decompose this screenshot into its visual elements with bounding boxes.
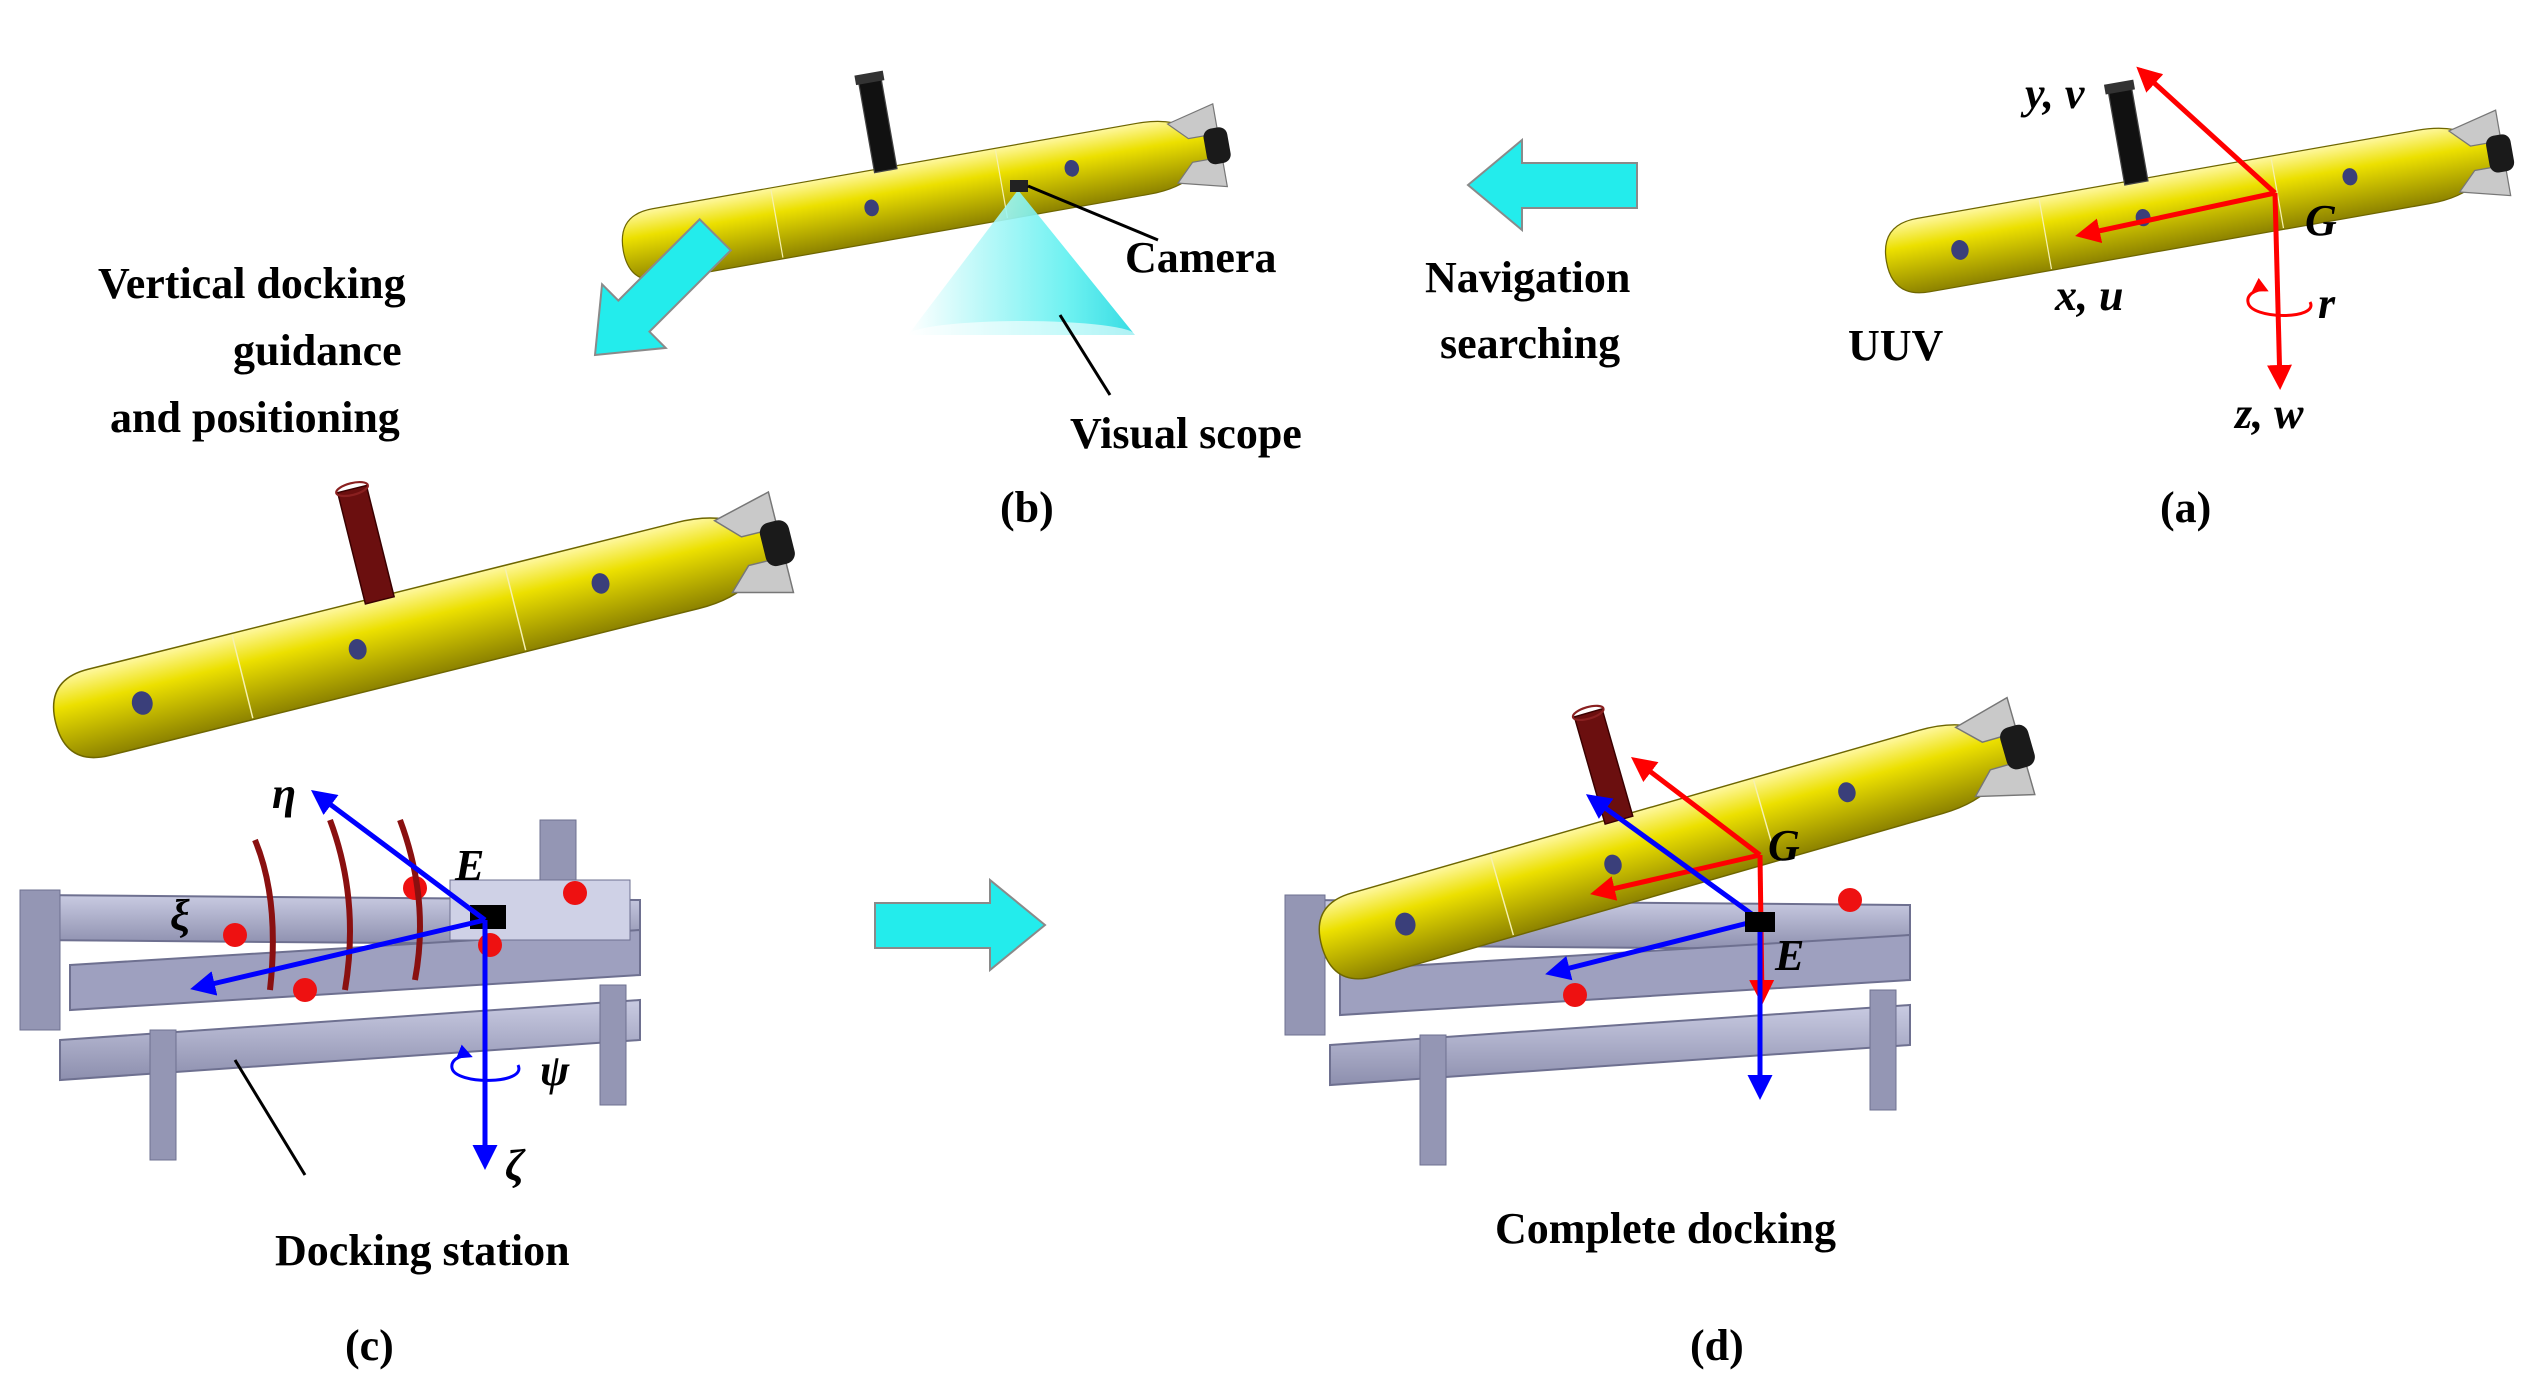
docking-station-label: Docking station xyxy=(275,1226,570,1275)
arrow-navigation xyxy=(1466,137,1638,233)
panel-a: G x, u y, v z, w r UUV (a) xyxy=(1848,66,2521,532)
origin-g-d: G xyxy=(1768,821,1800,870)
caption-b: (b) xyxy=(1000,483,1054,532)
axis-x-a xyxy=(2075,190,2276,244)
yaw-arrow-a xyxy=(2246,277,2313,317)
mast-c xyxy=(336,484,396,605)
axis-eta-label-c: η xyxy=(272,769,296,818)
axis-x-label-a: x, u xyxy=(2054,271,2123,320)
yaw-label-c: ψ xyxy=(540,1046,570,1095)
arrow-complete xyxy=(874,877,1047,973)
axis-x-d xyxy=(1590,852,1761,901)
axis-xi-label-c: ξ xyxy=(170,891,190,940)
axis-y-a xyxy=(2136,66,2277,195)
caption-d: (d) xyxy=(1690,1321,1744,1370)
vertical-label-line3: and positioning xyxy=(110,393,400,442)
origin-e-c: E xyxy=(454,841,484,890)
yaw-label-a: r xyxy=(2318,279,2336,328)
complete-docking-label: Complete docking xyxy=(1495,1204,1836,1253)
uuv-label: UUV xyxy=(1848,321,1944,370)
panel-c: E ξ η ζ ψ Docking station (c) xyxy=(19,480,805,1370)
visual-scope-cone xyxy=(908,190,1135,335)
axis-xi-c xyxy=(190,917,486,996)
axis-y-label-a: y, v xyxy=(2020,69,2085,118)
axis-y-d xyxy=(1631,756,1762,857)
mast-b xyxy=(857,76,898,174)
visual-scope-label: Visual scope xyxy=(1070,409,1302,458)
uuv-a xyxy=(1878,79,2521,305)
camera-icon xyxy=(1010,180,1028,192)
mast-a xyxy=(2107,85,2149,186)
navigation-label-line2: searching xyxy=(1440,319,1620,368)
vertical-label-line1: Vertical docking xyxy=(98,259,406,308)
uuv-c xyxy=(42,480,805,775)
axis-zeta-label-c: ζ xyxy=(505,1141,526,1190)
camera-label: Camera xyxy=(1125,233,1277,282)
yaw-arrow-c xyxy=(450,1044,521,1082)
axis-eta-d xyxy=(1585,794,1762,923)
panel-b: Camera Visual scope (b) xyxy=(615,70,1302,532)
caption-a: (a) xyxy=(2160,483,2211,532)
panel-d: G E Complete docking (d) xyxy=(1284,693,2046,1370)
vertical-label-line2: guidance xyxy=(233,326,402,375)
axis-z-a xyxy=(2266,192,2292,390)
origin-e-d: E xyxy=(1774,931,1804,980)
docking-station-c xyxy=(19,818,641,1161)
axis-z-label-a: z, w xyxy=(2233,389,2304,438)
caption-c: (c) xyxy=(345,1321,394,1370)
arrow-vertical xyxy=(593,217,733,357)
navigation-label-line1: Navigation xyxy=(1425,253,1630,302)
axis-xi-d xyxy=(1545,917,1761,981)
origin-g-a: G xyxy=(2305,196,2337,245)
uuv-b xyxy=(615,70,1237,293)
axis-eta-c xyxy=(310,790,487,923)
